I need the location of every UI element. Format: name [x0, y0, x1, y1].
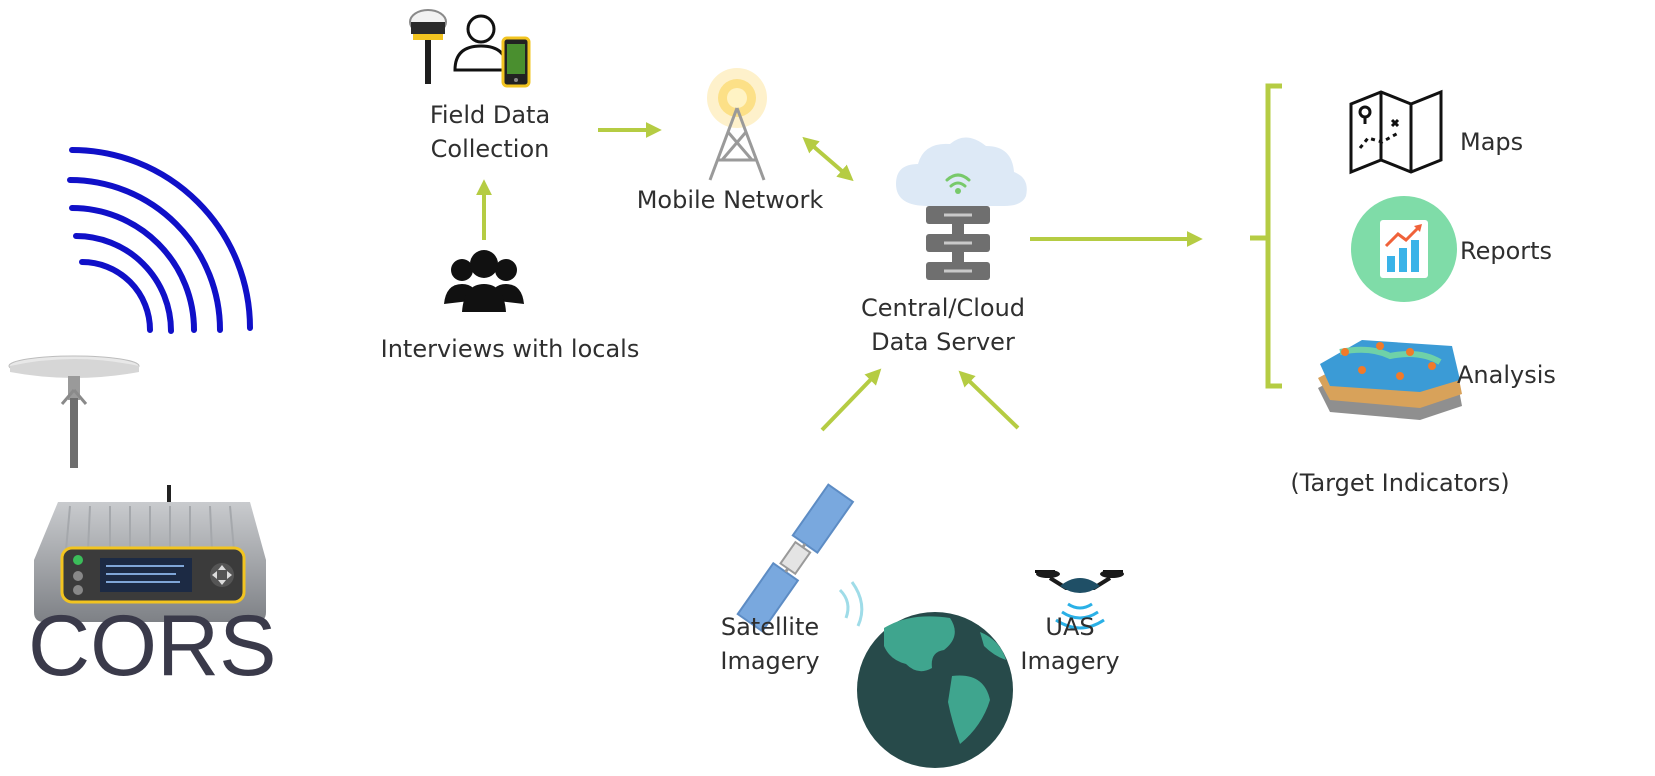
person-icon [453, 14, 509, 72]
arrow-uas-to-server [958, 370, 1020, 430]
label-target-indicators: (Target Indicators) [1290, 469, 1510, 497]
label-satellite: Satellite Imagery [720, 613, 820, 675]
output-bracket [1250, 83, 1282, 389]
cors-signal-icon [67, 147, 253, 334]
label-cors: CORS [28, 598, 277, 694]
terrain-map-icon [1318, 340, 1462, 420]
cloud-server-icon [896, 137, 1027, 280]
label-uas: UAS Imagery [1020, 613, 1120, 675]
label-mobile-network: Mobile Network [636, 186, 824, 214]
drone-icon [1035, 570, 1124, 630]
cors-receiver-icon [34, 485, 266, 622]
label-reports: Reports [1460, 237, 1553, 265]
phone-icon [501, 36, 531, 88]
arrows [476, 122, 1203, 432]
satellite-icon [736, 483, 864, 633]
map-icon [1349, 89, 1443, 175]
label-field-data: Field Data Collection [429, 101, 551, 163]
gnss-antenna-icon [8, 355, 140, 468]
label-maps: Maps [1460, 128, 1524, 156]
label-interviews: Interviews with locals [380, 335, 640, 363]
cell-tower-icon [707, 68, 767, 181]
arrow-network-server [802, 136, 854, 182]
globe-icon [857, 612, 1013, 768]
label-analysis: Analysis [1457, 361, 1556, 389]
label-server: Central/Cloud Data Server [860, 294, 1026, 356]
reports-icon [1351, 196, 1457, 302]
arrow-satellite-to-server [820, 368, 882, 432]
people-group-icon [444, 250, 524, 312]
gnss-rover-icon [409, 9, 447, 84]
